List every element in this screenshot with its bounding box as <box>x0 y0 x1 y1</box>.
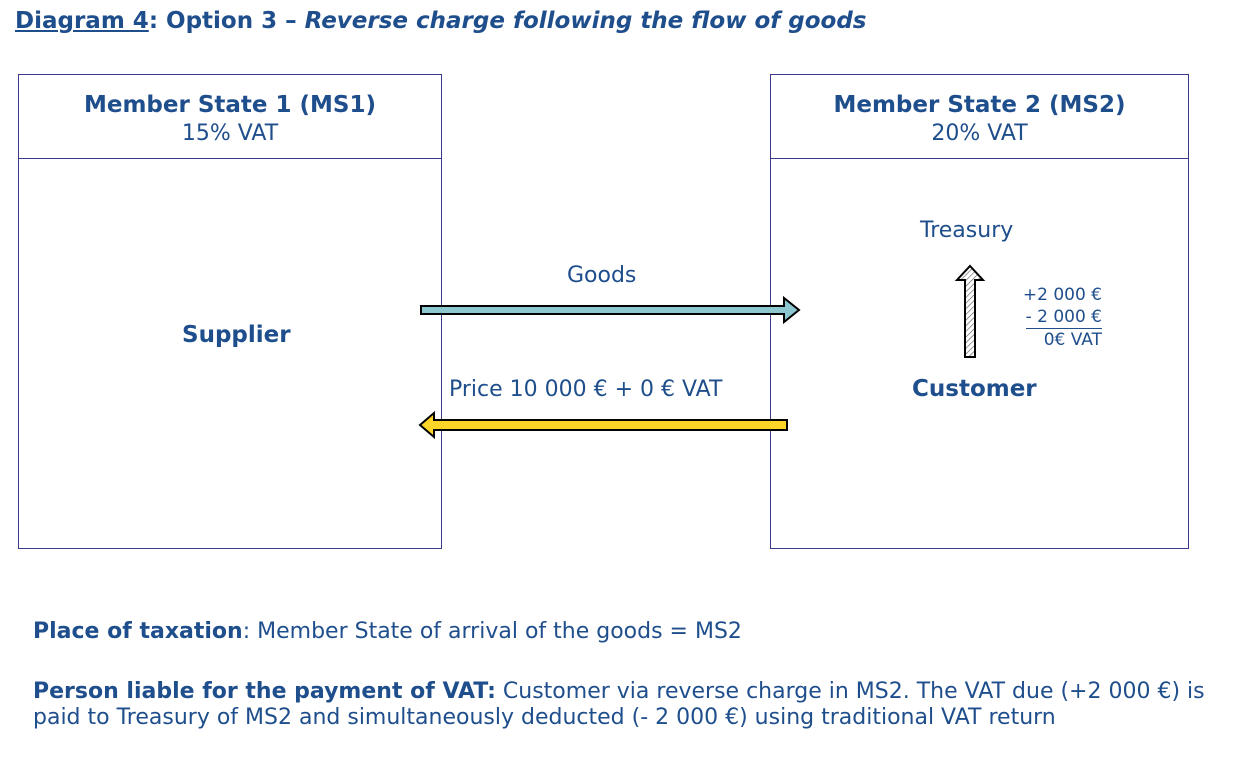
goods-arrow <box>420 295 801 325</box>
ms2-vat: 20% VAT <box>931 121 1028 146</box>
place-text: : Member State of arrival of the goods =… <box>242 619 742 644</box>
calc-result: 0€ VAT <box>1043 330 1102 350</box>
supplier-label: Supplier <box>182 322 291 348</box>
vat-calculation: +2 000 € - 2 000 € 0€ VAT <box>1000 284 1102 351</box>
title-prefix: Diagram 4 <box>15 8 149 34</box>
customer-label: Customer <box>912 376 1037 402</box>
person-liable: Person liable for the payment of VAT: Cu… <box>33 679 1223 731</box>
place-label: Place of taxation <box>33 619 243 644</box>
title-italic: Reverse charge following the flow of goo… <box>304 8 867 34</box>
place-of-taxation: Place of taxation: Member State of arriv… <box>33 619 1223 645</box>
ms1-box: Member State 1 (MS1) 15% VAT <box>18 74 442 549</box>
ms2-name: Member State 2 (MS2) <box>833 92 1126 118</box>
calc-minus: - 2 000 € <box>1025 307 1102 329</box>
treasury-label: Treasury <box>920 218 1014 243</box>
ms2-header: Member State 2 (MS2) 20% VAT <box>771 75 1188 159</box>
title-separator: : Option 3 – <box>148 8 305 34</box>
calc-plus: +2 000 € <box>1022 285 1102 305</box>
liable-text: Customer via reverse charge in MS2. The … <box>33 679 1205 730</box>
upward-hatched-arrow-icon <box>954 264 986 358</box>
diagram-title: Diagram 4: Option 3 – Reverse charge fol… <box>15 8 867 34</box>
price-label: Price 10 000 € + 0 € VAT <box>449 377 723 402</box>
ms1-header: Member State 1 (MS1) 15% VAT <box>19 75 441 159</box>
ms1-name: Member State 1 (MS1) <box>83 92 377 118</box>
goods-label: Goods <box>567 263 637 288</box>
ms1-vat: 15% VAT <box>181 121 279 146</box>
liable-label: Person liable for the payment of VAT: <box>33 679 496 704</box>
price-arrow <box>418 410 788 440</box>
